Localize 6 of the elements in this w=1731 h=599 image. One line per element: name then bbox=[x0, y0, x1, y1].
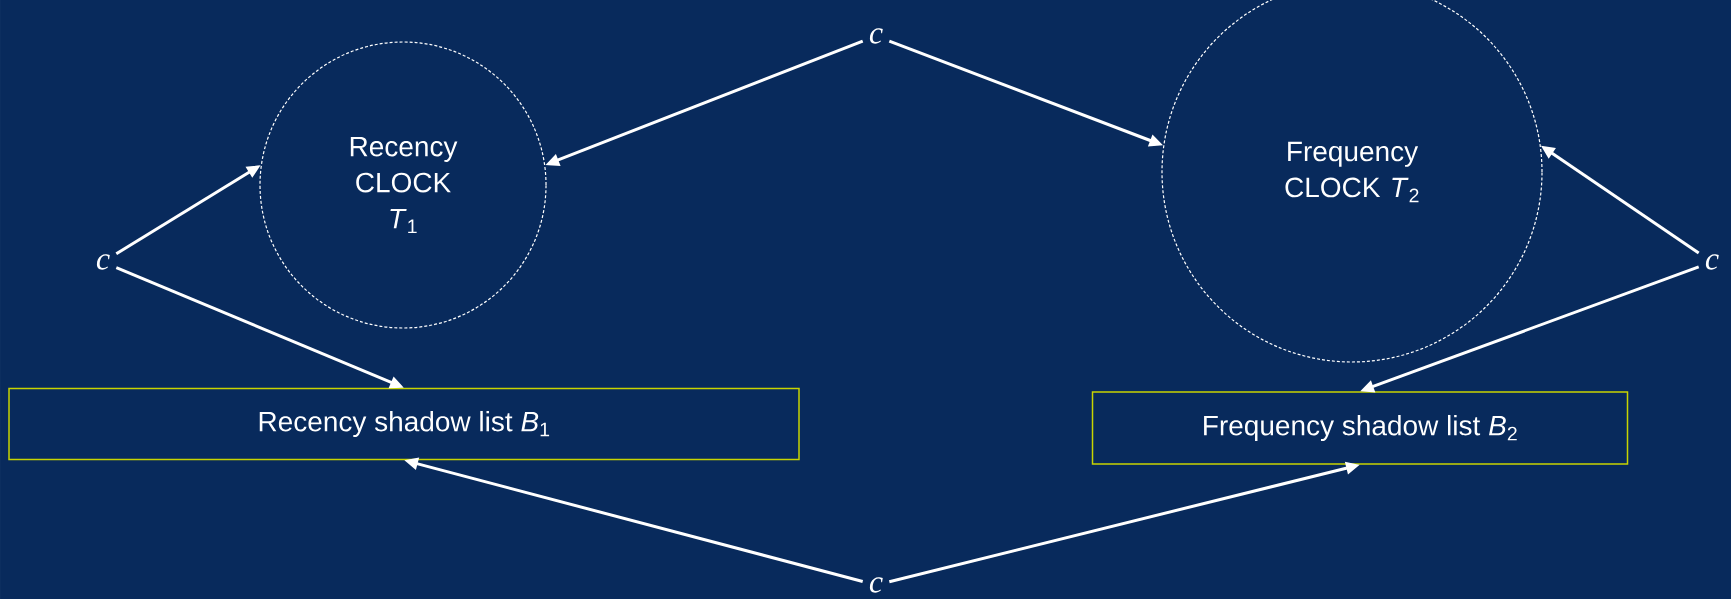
variable-label: c bbox=[1705, 254, 1719, 270]
list-box: Recency shadow list B$_{1}$ bbox=[8, 387, 800, 461]
variable-label: c bbox=[96, 254, 110, 270]
variable-label: c bbox=[869, 28, 883, 44]
variable-label: c bbox=[869, 577, 883, 593]
list-box: Frequency shadow list B$_{2}$ bbox=[1091, 391, 1629, 465]
